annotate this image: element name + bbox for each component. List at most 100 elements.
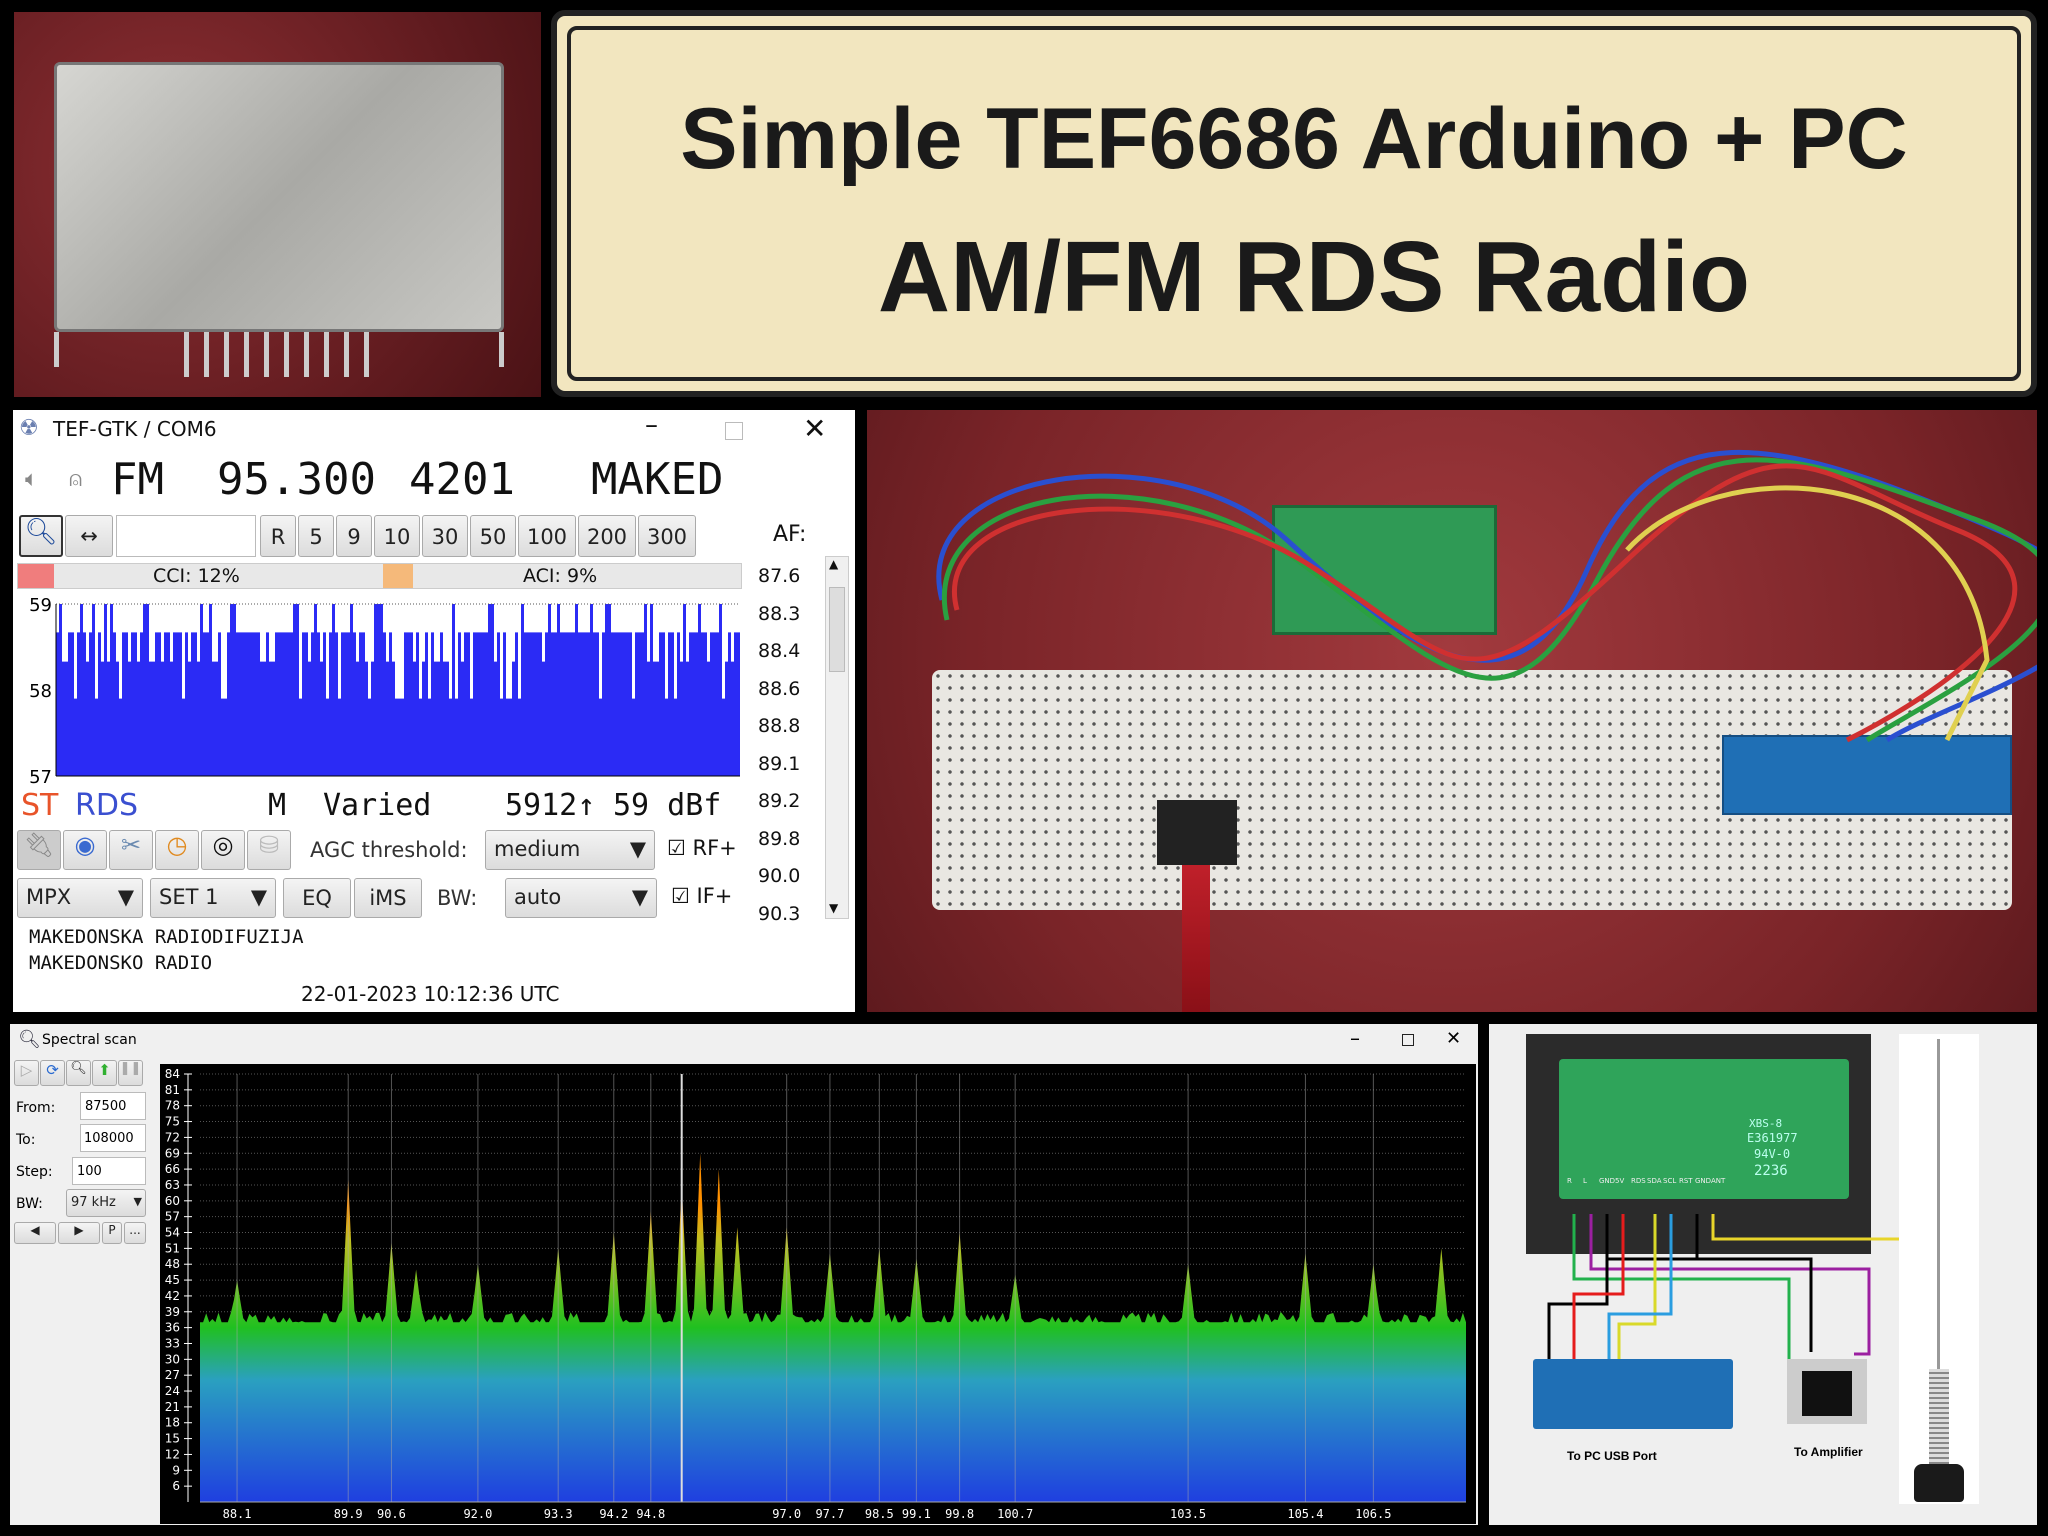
maximize-button[interactable]	[725, 422, 743, 440]
from-input[interactable]: 87500	[80, 1092, 146, 1120]
previous-button[interactable]: ◀	[14, 1222, 56, 1244]
step-button[interactable]: 9	[336, 515, 372, 557]
if-plus-checkbox[interactable]: ☑ IF+	[671, 884, 733, 908]
step-button[interactable]: 5	[298, 515, 334, 557]
af-scrollbar[interactable]: ▲ ▼	[825, 556, 849, 919]
step-input[interactable]: 100	[72, 1157, 146, 1185]
refresh-button[interactable]: ⟳	[40, 1060, 65, 1086]
af-list-item[interactable]: 88.3	[758, 602, 801, 625]
pause-button[interactable]: ❚❚	[118, 1060, 143, 1086]
signal-bar	[659, 632, 662, 776]
signal-bar	[428, 698, 431, 776]
frequency-display[interactable]: 95.300	[217, 454, 376, 505]
set-select[interactable]: SET 1▼	[150, 878, 276, 918]
pty-label: Varied	[323, 788, 432, 823]
signal-bar	[122, 632, 125, 776]
zoom-icon[interactable]: 🔍︎	[66, 1060, 91, 1086]
signal-bar	[671, 632, 674, 776]
maximize-button[interactable]	[1402, 1034, 1414, 1046]
step-button[interactable]: R	[260, 515, 296, 557]
antenna-signal-icon[interactable]: ◉	[63, 830, 107, 870]
swap-button[interactable]: ↔	[65, 515, 113, 557]
frequency-input[interactable]	[116, 515, 256, 557]
signal-bar	[470, 698, 473, 776]
rf-plus-checkbox[interactable]: ☑ RF+	[667, 836, 737, 860]
ps-name: MAKED	[591, 454, 724, 505]
y-tick-label: 15	[165, 1432, 180, 1446]
minimize-button[interactable]: –	[1350, 1026, 1360, 1050]
tools-icon[interactable]: ✂	[109, 830, 153, 870]
signal-bar	[524, 632, 527, 776]
signal-bar	[317, 632, 320, 776]
mpx-select[interactable]: MPX▼	[17, 878, 143, 918]
signal-bar	[293, 604, 296, 776]
signal-bar	[209, 604, 212, 776]
mouse-icon[interactable]: ⍝	[69, 467, 83, 492]
minimize-button[interactable]: –	[645, 410, 658, 440]
af-list-item[interactable]: 88.8	[758, 715, 801, 737]
signal-bar	[110, 604, 113, 776]
step-button[interactable]: 50	[470, 515, 516, 557]
more-button[interactable]: ...	[124, 1222, 146, 1244]
speaker-icon[interactable]: 🔈︎	[25, 467, 39, 492]
signal-bar	[662, 632, 665, 776]
af-list-item[interactable]: 89.1	[758, 752, 801, 775]
next-button[interactable]: ▶	[58, 1222, 100, 1244]
clock-icon[interactable]: ◷	[155, 830, 199, 870]
search-button[interactable]: 🔍︎	[19, 515, 63, 557]
signal-bar	[257, 632, 260, 776]
signal-bar	[608, 604, 611, 776]
step-button[interactable]: 30	[422, 515, 468, 557]
signal-bar	[116, 661, 119, 776]
scroll-down-icon[interactable]: ▼	[829, 901, 839, 915]
eq-button[interactable]: EQ	[283, 878, 351, 918]
signal-bar	[134, 632, 137, 776]
step-button[interactable]: 100	[518, 515, 576, 557]
af-list-item[interactable]: 88.6	[758, 677, 801, 700]
pin-label: RDS	[1631, 1177, 1646, 1185]
agc-label: AGC threshold:	[310, 838, 468, 862]
pin-label: SCL	[1663, 1177, 1677, 1185]
record-icon[interactable]: ◎	[201, 830, 245, 870]
scroll-thumb[interactable]	[829, 587, 845, 672]
af-list-item[interactable]: 90.3	[758, 902, 801, 925]
signal-bar	[683, 604, 686, 776]
signal-bar	[440, 632, 443, 776]
bw-select[interactable]: auto▼	[505, 878, 657, 918]
agc-select[interactable]: medium▼	[485, 830, 655, 870]
af-list-item[interactable]: 88.4	[758, 640, 801, 662]
close-button[interactable]: ✕	[1446, 1028, 1462, 1049]
plug-icon[interactable]: 🔌︎	[17, 830, 61, 870]
scroll-up-icon[interactable]: ▲	[829, 557, 839, 571]
upload-icon[interactable]: ⬆	[92, 1060, 117, 1086]
rf-plus-label: RF+	[692, 836, 737, 860]
audio-jack	[1787, 1359, 1867, 1424]
signal-bar	[626, 632, 629, 776]
signal-bar	[554, 632, 557, 776]
af-list-item[interactable]: 89.2	[758, 790, 801, 812]
to-input[interactable]: 108000	[80, 1124, 146, 1152]
signal-bar	[305, 632, 308, 776]
signal-bar	[569, 632, 572, 776]
p-button[interactable]: P	[102, 1222, 122, 1244]
af-list-item[interactable]: 89.8	[758, 827, 801, 850]
cci-indicator	[18, 564, 54, 588]
close-button[interactable]: ✕	[803, 412, 827, 445]
radiotext-line-2: MAKEDONSKO RADIO	[29, 952, 213, 974]
step-button[interactable]: 200	[578, 515, 636, 557]
step-button[interactable]: 300	[638, 515, 696, 557]
battery-icon[interactable]: ⛁	[247, 830, 291, 870]
arduino-nano	[1722, 735, 2012, 815]
af-list-item[interactable]: 87.6	[758, 565, 801, 587]
signal-bar	[500, 698, 503, 776]
tuner-pin	[184, 332, 189, 377]
af-list-item[interactable]: 90.0	[758, 865, 801, 887]
play-button[interactable]: ▷	[14, 1060, 39, 1086]
step-button[interactable]: 10	[374, 515, 420, 557]
title-banner: Simple TEF6686 Arduino + PC AM/FM RDS Ra…	[551, 10, 2037, 397]
ims-button[interactable]: iMS	[354, 878, 422, 918]
signal-bar	[62, 661, 65, 776]
signal-bar	[182, 698, 185, 776]
bw-select[interactable]: 97 kHz▼	[66, 1189, 146, 1217]
signal-bar	[635, 632, 638, 776]
